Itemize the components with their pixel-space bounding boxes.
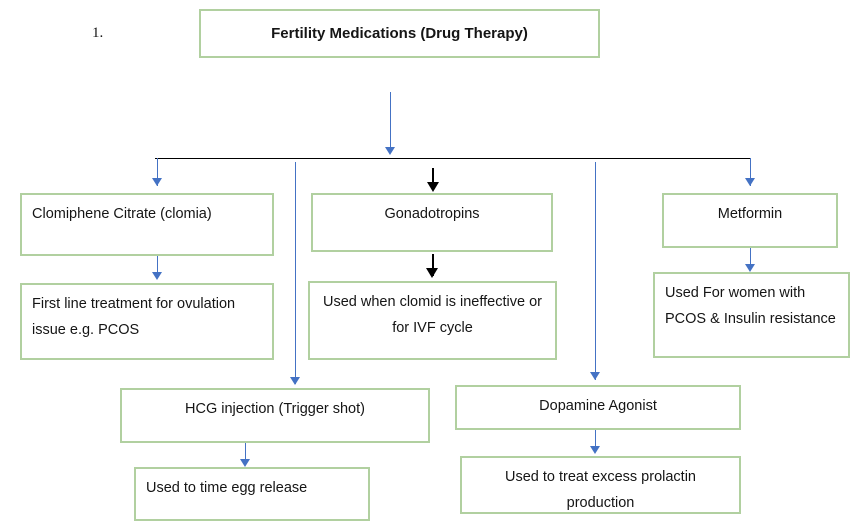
node-clomiphene-detail-label: First line treatment for ovulation issue… (32, 296, 236, 338)
node-dopamine-detail[interactable]: Used to treat excess prolactin productio… (460, 456, 741, 514)
node-hcg-detail[interactable]: Used to time egg release (134, 467, 370, 521)
connector-clomiphene-to-detail-arrowhead (152, 272, 162, 280)
node-gonadotropins-label: Gonadotropins (384, 206, 480, 222)
node-clomiphene-citrate-label: Clomiphene Citrate (clomia) (32, 206, 212, 222)
connector-bus-to-metformin-arrowhead (745, 178, 755, 186)
connector-hcg-to-detail-arrowhead (240, 459, 250, 467)
connector-bus-to-gonadotropins-arrowhead (427, 182, 439, 192)
connector-dopamine-to-detail-arrowhead (590, 446, 600, 454)
node-root-label: Fertility Medications (Drug Therapy) (271, 25, 528, 42)
node-hcg-detail-label: Used to time egg release (146, 480, 308, 496)
node-hcg-injection[interactable]: HCG injection (Trigger shot) (120, 388, 430, 443)
connector-gonadotropins-to-detail-line (432, 254, 434, 276)
connector-metformin-to-detail-arrowhead (745, 264, 755, 272)
connector-hcg-to-detail-line (245, 443, 246, 465)
node-dopamine-agonist-label: Dopamine Agonist (539, 398, 657, 414)
connector-bus-to-clomiphene-line (157, 158, 158, 186)
node-gonadotropins-detail-label: Used when clomid is ineffective or for I… (323, 294, 542, 336)
connector-clomiphene-to-detail-line (157, 256, 158, 278)
list-number: 1. (92, 25, 104, 41)
node-metformin-detail-label: Used For women with PCOS & Insulin resis… (665, 285, 836, 327)
connector-gonadotropins-to-detail-arrowhead (426, 268, 438, 278)
connector-dopamine-to-detail-line (595, 430, 596, 452)
node-clomiphene-detail[interactable]: First line treatment for ovulation issue… (20, 283, 274, 360)
connector-root-to-bus-arrowhead (385, 147, 395, 155)
node-metformin-detail[interactable]: Used For women with PCOS & Insulin resis… (653, 272, 850, 358)
node-hcg-injection-label: HCG injection (Trigger shot) (185, 401, 365, 417)
connector-metformin-to-detail-line (750, 248, 751, 270)
connector-bus-to-hcg-line (295, 162, 296, 384)
connector-bus-to-metformin-line (750, 158, 751, 186)
connector-bus-to-gonadotropins-line (432, 168, 434, 190)
connector-bus-to-clomiphene-arrowhead (152, 178, 162, 186)
connector-bus-to-hcg-arrowhead (290, 377, 300, 385)
node-gonadotropins[interactable]: Gonadotropins (311, 193, 553, 252)
node-gonadotropins-detail[interactable]: Used when clomid is ineffective or for I… (308, 281, 557, 360)
node-dopamine-detail-label: Used to treat excess prolactin productio… (504, 469, 696, 511)
node-dopamine-agonist[interactable]: Dopamine Agonist (455, 385, 741, 430)
node-metformin[interactable]: Metformin (662, 193, 838, 248)
node-clomiphene-citrate[interactable]: Clomiphene Citrate (clomia) (20, 193, 274, 256)
connector-bus-to-dopamine-line (595, 162, 596, 380)
connector-bus-to-dopamine-arrowhead (590, 372, 600, 380)
connector-distribution-bus (155, 158, 751, 159)
connector-root-to-bus-line (390, 92, 391, 150)
node-root-fertility-medications[interactable]: Fertility Medications (Drug Therapy) (199, 9, 600, 58)
node-metformin-label: Metformin (717, 206, 783, 222)
